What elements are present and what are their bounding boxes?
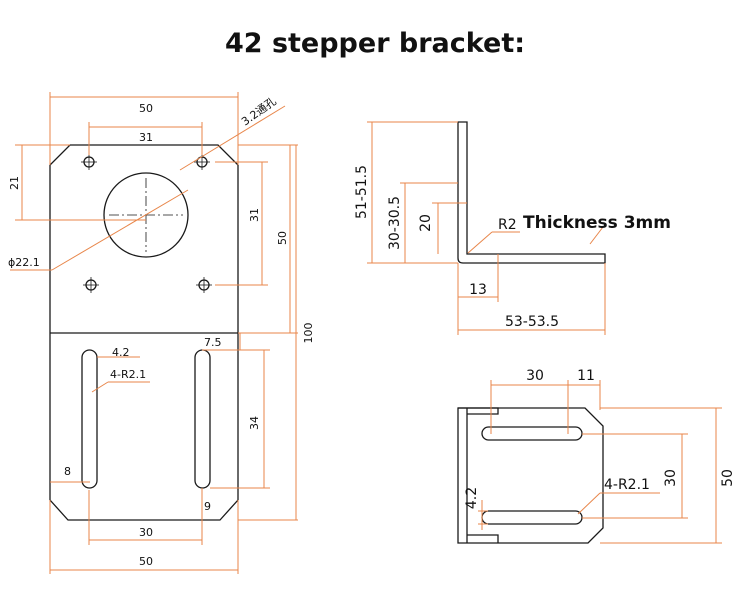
dim-top-slot-spacing: 30 (663, 469, 679, 487)
top-dimensions (478, 380, 722, 544)
dim-bend-radius: R2 (498, 217, 517, 233)
top-flange-lip (458, 407, 499, 415)
top-plate-outline (457, 407, 604, 544)
bottom-flange-lip (467, 534, 499, 543)
top-slot-lower (481, 510, 583, 525)
dim-slot-length: 34 (248, 416, 261, 430)
dim-top-slot-radius: 4-R2.1 (604, 477, 650, 493)
dim-slot-spacing: 30 (139, 526, 153, 539)
dim-side-inner-height: 30-30.5 (387, 196, 403, 250)
slot-right (194, 349, 211, 489)
side-view: 51-51.5 30-30.5 20 R2 Thickness 3mm 13 5… (354, 121, 671, 335)
side-profile-outline (457, 121, 606, 264)
dim-bend-offset: 13 (469, 282, 487, 298)
front-plate-outline (49, 144, 239, 521)
dim-width-bottom: 50 (139, 555, 153, 568)
dim-thickness: Thickness 3mm (523, 213, 671, 233)
dim-slot-end: 11 (577, 368, 595, 384)
dim-through-hole: 3.2通孔 (239, 95, 279, 129)
slot-left (81, 349, 98, 489)
dim-hole-spacing-vertical: 31 (248, 208, 261, 222)
dim-bend-height: 20 (418, 214, 434, 232)
top-slot-upper (481, 426, 583, 441)
front-view: 50 31 3.2通孔 21 31 50 100 ϕ22.1 4.2 4-R2.… (8, 92, 315, 574)
dim-bore: ϕ22.1 (8, 256, 40, 269)
side-dimensions (367, 121, 606, 335)
mounting-holes (81, 154, 212, 293)
front-dimensions (10, 92, 298, 574)
dim-total-height: 100 (302, 323, 315, 344)
dim-top-slot-width: 4.2 (464, 487, 480, 509)
motor-bore (103, 172, 189, 258)
dim-slot-bottom-offset: 9 (204, 500, 211, 513)
dim-hole-offset: 21 (8, 176, 21, 190)
page-title: 42 stepper bracket: (224, 28, 526, 59)
dim-slot-width: 4.2 (112, 346, 130, 359)
dim-slot-top-offset: 7.5 (204, 336, 222, 349)
dim-width-top: 50 (139, 102, 153, 115)
dim-slot-edge-offset: 8 (64, 465, 71, 478)
dim-top-width: 50 (720, 469, 736, 487)
top-view: 30 11 4-R2.1 30 50 4.2 (457, 368, 736, 544)
dim-plate-height-upper: 50 (276, 231, 289, 245)
dim-slot-radius: 4-R2.1 (110, 368, 146, 381)
dim-side-height: 51-51.5 (354, 165, 370, 219)
dim-hole-spacing-top: 31 (139, 131, 153, 144)
dim-side-length: 53-53.5 (505, 314, 559, 330)
dim-slot-distance: 30 (526, 368, 544, 384)
